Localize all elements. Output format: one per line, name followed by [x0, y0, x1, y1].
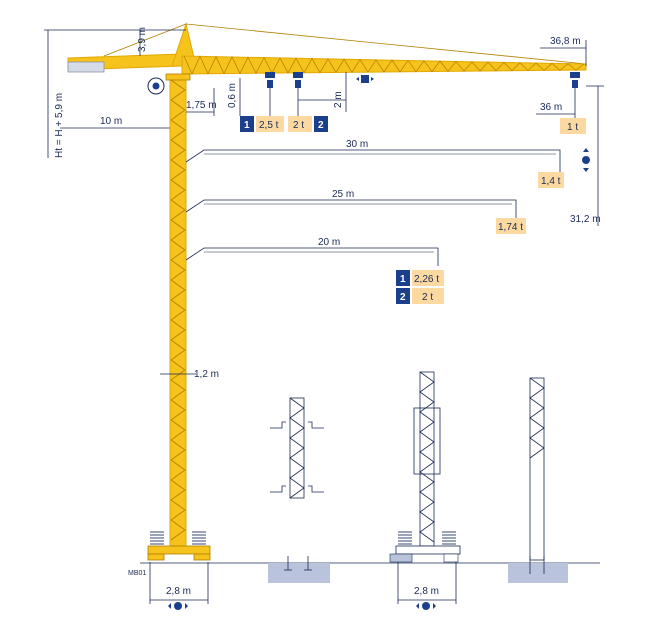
trolley-1 — [265, 72, 275, 78]
radius-25m-label: 25 m — [332, 189, 354, 200]
load-2t: 2 t — [293, 120, 304, 131]
jib-length-top-label: 36,8 m — [550, 36, 581, 47]
load-curve-20m: 20 m — [185, 237, 439, 266]
model-label: MB01 — [128, 570, 146, 577]
radius-20m-label: 20 m — [318, 237, 340, 248]
reeving-2-badge-20m: 2 — [400, 292, 406, 303]
mast-section-detail — [270, 397, 324, 499]
reeving-1-badge-20m: 1 — [400, 274, 406, 285]
reeving-2-badge: 2 — [318, 120, 324, 131]
counterweight — [67, 61, 105, 73]
mast-on-base — [389, 371, 461, 563]
travel-icon-right — [416, 602, 436, 610]
base-left-label: 2,8 m — [166, 586, 191, 597]
trolley-gap-label: 2 m — [333, 91, 344, 108]
mast-width-label: 1,2 m — [194, 369, 219, 380]
load-table-top: 1 2,5 t 2 t 2 1 t — [240, 116, 586, 134]
offset-a-label: 1,75 m — [186, 100, 217, 111]
climbing-cage — [413, 407, 441, 475]
offset-b-label: 0,6 m — [227, 83, 238, 108]
load-2t-20m: 2 t — [422, 292, 433, 303]
load-1-74t: 1,74 t — [498, 222, 523, 233]
jib — [181, 55, 587, 75]
reeving-1-badge: 1 — [244, 120, 250, 131]
travel-icon-left — [168, 602, 188, 610]
load-2-5t: 2,5 t — [259, 120, 279, 131]
jib-reach-label: 36 m — [540, 102, 562, 113]
counter-jib-label: 10 m — [100, 116, 122, 127]
main-crane — [67, 22, 587, 561]
height-total-label: Ht = H + 5,9 m — [54, 93, 65, 158]
load-curve-25m: 25 m 1,74 t — [185, 189, 526, 234]
tip-trolley — [570, 72, 580, 78]
dimension-lines: Ht = H + 5,9 m 3,9 m 10 m 1,75 m 0,6 m 2… — [44, 27, 604, 604]
trolley-travel-icon — [356, 75, 374, 83]
load-1-4t: 1,4 t — [541, 176, 561, 187]
hoist-icon — [582, 148, 590, 172]
trolley-2 — [293, 72, 303, 78]
head-height-label: 3,9 m — [137, 27, 148, 52]
slewing-ring — [165, 73, 191, 81]
slew-icon — [147, 77, 165, 95]
mast-fixed — [508, 377, 568, 583]
foundation-block-1 — [268, 556, 330, 583]
base-right-label: 2,8 m — [414, 586, 439, 597]
crane-base — [147, 545, 211, 555]
load-table-20m: 1 2,26 t 2 2 t — [396, 270, 444, 304]
right-height-label: 31,2 m — [570, 214, 601, 225]
load-curve-30m: 30 m 1,4 t — [185, 139, 564, 188]
load-2-26t: 2,26 t — [414, 274, 439, 285]
radius-30m-label: 30 m — [346, 139, 368, 150]
tip-load-label: 1 t — [567, 122, 578, 133]
